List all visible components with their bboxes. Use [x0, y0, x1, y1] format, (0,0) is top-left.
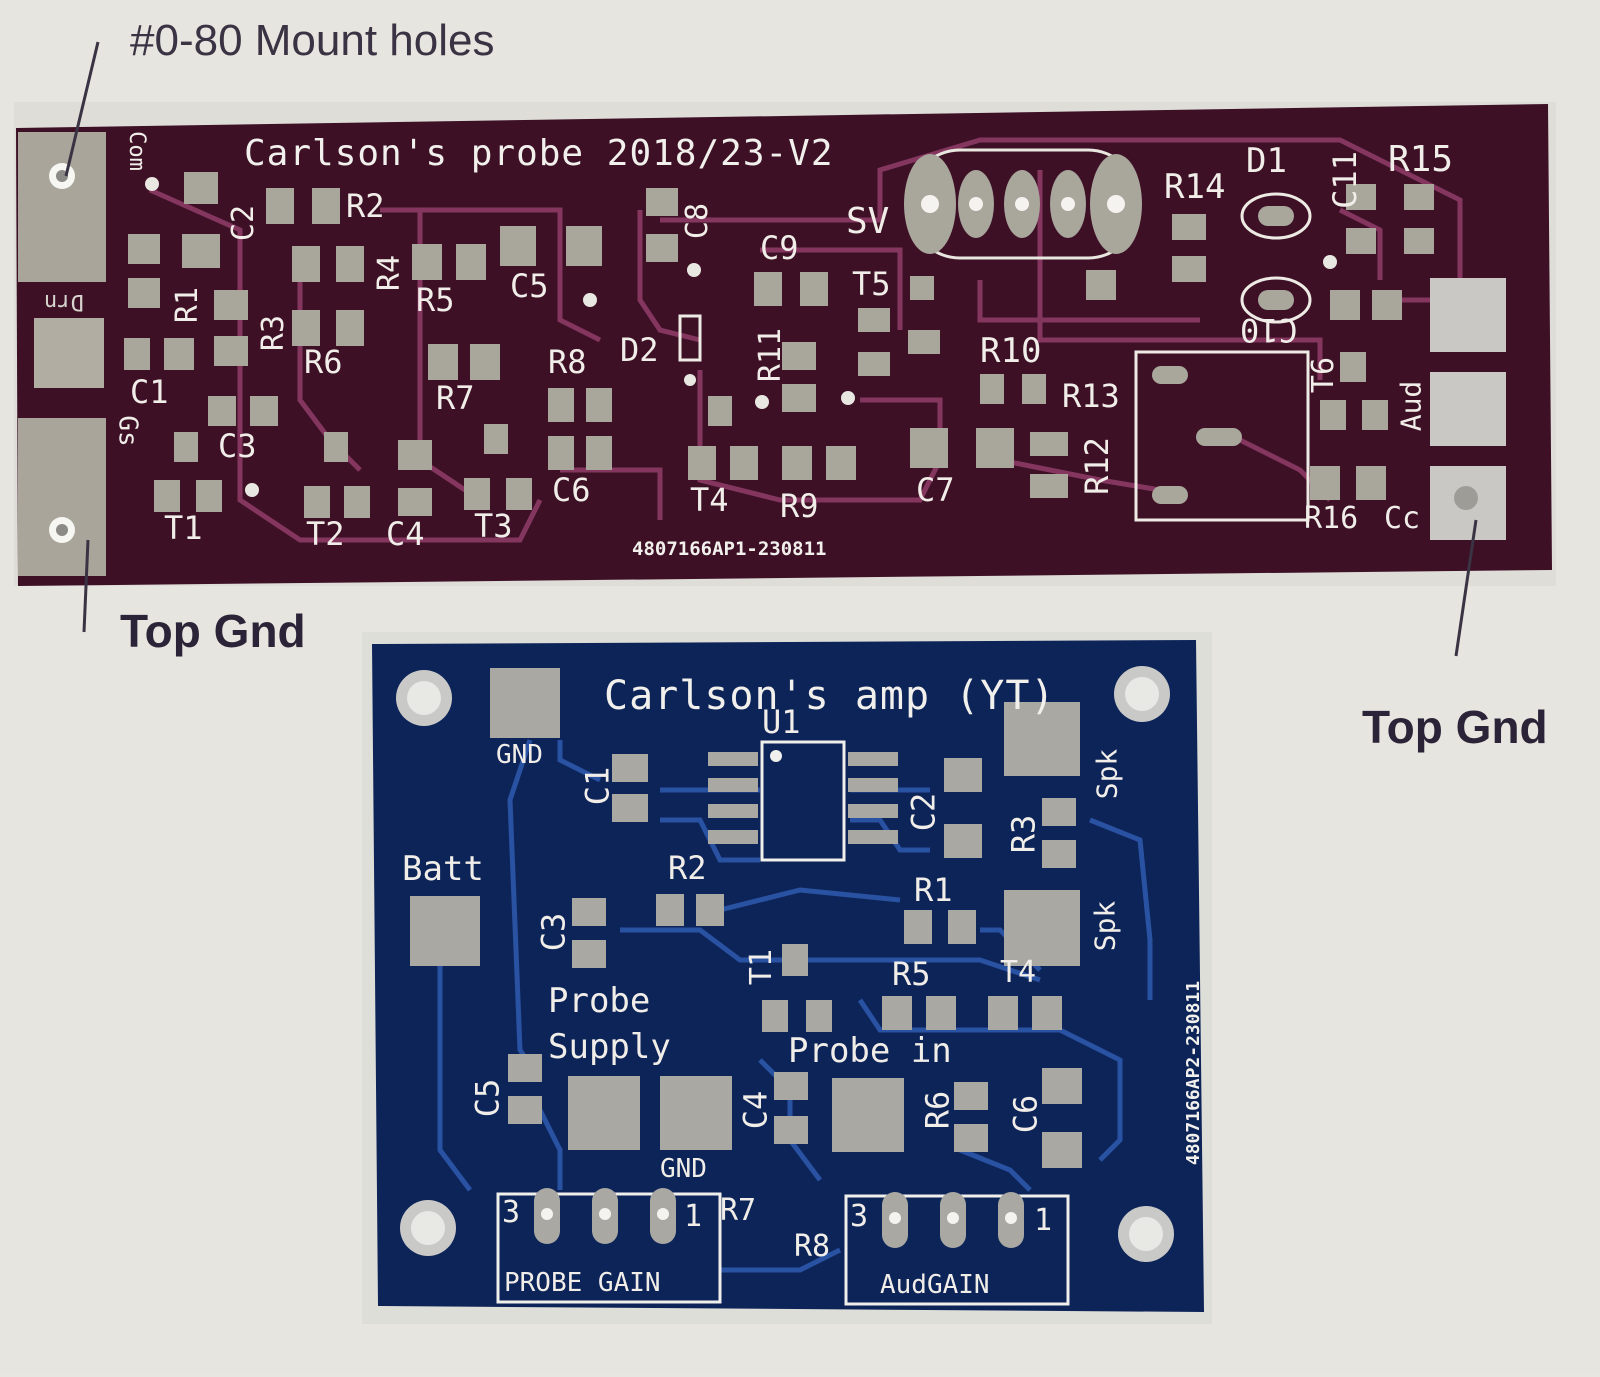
- probe-label: C4: [386, 515, 425, 553]
- probe-label: R7: [436, 379, 475, 417]
- amp-label: C5: [468, 1078, 507, 1118]
- amp-label: R5: [892, 955, 931, 993]
- amp-label: GND: [660, 1154, 707, 1184]
- top-gnd-right-callout: Top Gnd: [1362, 701, 1548, 753]
- amp-label: T1: [744, 948, 780, 986]
- amp-label: Spk: [1090, 748, 1124, 800]
- probe-label: C8: [680, 202, 716, 240]
- amp-label: Batt: [402, 849, 484, 889]
- amp-label: R7: [720, 1193, 757, 1228]
- probe-label: Drn: [44, 289, 84, 314]
- bottom-mount-pad: [18, 418, 106, 576]
- probe-label: R8: [548, 343, 587, 381]
- mount-holes-callout: #0-80 Mount holes: [130, 16, 495, 65]
- amp-label: Spk: [1088, 900, 1122, 952]
- probe-label: T4: [690, 481, 729, 519]
- probe-label: Aud: [1394, 380, 1428, 432]
- probe-label: D1: [1246, 141, 1287, 181]
- probe-label: R5: [416, 281, 455, 319]
- amp-label: Probe: [548, 981, 651, 1021]
- probe-label: R6: [304, 343, 343, 381]
- probe-label: R9: [780, 487, 819, 525]
- probe-label: Gs: [112, 415, 143, 447]
- top-gnd-left-callout: Top Gnd: [120, 605, 306, 657]
- probe-label: R13: [1062, 377, 1120, 415]
- probe-label: C11: [1325, 151, 1364, 209]
- probe-label: T5: [852, 265, 891, 303]
- amp-label: C1: [578, 766, 617, 806]
- amp-board: [362, 632, 1212, 1324]
- amp-label: R6: [918, 1090, 957, 1130]
- probe-label: R11: [753, 327, 789, 383]
- probe-label: R15: [1388, 139, 1454, 180]
- probe-label: R16: [1304, 501, 1359, 536]
- probe-label: R3: [256, 314, 292, 352]
- amp-label: T4: [1000, 955, 1037, 990]
- amp-label: 3: [850, 1199, 869, 1234]
- amp-label: 1: [684, 1199, 703, 1234]
- probe-label: D2: [620, 331, 659, 369]
- probe-label: C2: [226, 204, 262, 242]
- top-mount-pad: [18, 132, 106, 282]
- probe-label: T6: [1306, 356, 1342, 394]
- probe-label: T2: [306, 515, 345, 553]
- probe-label: T1: [164, 509, 203, 547]
- probe-board-serial: 4807166AP1-230811: [632, 538, 827, 560]
- amp-label: PROBE GAIN: [504, 1268, 661, 1298]
- probe-label: R12: [1077, 437, 1116, 495]
- probe-label: C3: [218, 427, 257, 465]
- amp-label: R3: [1004, 814, 1043, 854]
- amp-board-title: Carlson's amp (YT): [604, 673, 1056, 719]
- probe-label: C5: [510, 267, 549, 305]
- probe-label: C9: [760, 229, 799, 267]
- amp-label: C2: [904, 792, 943, 832]
- amp-label: R8: [794, 1229, 831, 1264]
- probe-label: C10: [1240, 311, 1298, 349]
- amp-label: 1: [1034, 1203, 1053, 1238]
- amp-label: GND: [496, 740, 543, 770]
- probe-label: R14: [1164, 167, 1226, 207]
- amp-label: U1: [762, 703, 801, 741]
- probe-label: C7: [916, 471, 955, 509]
- amp-label: R1: [914, 871, 953, 909]
- probe-label: R2: [346, 187, 385, 225]
- amp-label: R2: [668, 849, 707, 887]
- amp-label: AudGAIN: [880, 1270, 990, 1300]
- amp-label: Supply: [548, 1027, 671, 1067]
- callout-lines: [64, 41, 1478, 657]
- amp-label: Probe in: [788, 1031, 952, 1071]
- probe-label: T3: [474, 507, 513, 545]
- amp-label: 3: [502, 1195, 521, 1230]
- probe-label: SV: [846, 201, 890, 242]
- probe-label: Com: [123, 131, 149, 171]
- probe-label: Cc: [1384, 501, 1421, 536]
- probe-label: C6: [552, 471, 591, 509]
- probe-board: [14, 102, 1556, 586]
- amp-label: C4: [736, 1090, 775, 1130]
- probe-label: R1: [170, 286, 206, 324]
- amp-label: C3: [534, 912, 573, 952]
- amp-board-serial: 4807166AP2-230811: [1183, 980, 1205, 1166]
- amp-label: C6: [1006, 1094, 1045, 1134]
- probe-label: R4: [372, 254, 408, 292]
- probe-label: R10: [980, 331, 1042, 371]
- probe-label: C1: [130, 373, 169, 411]
- probe-board-title: Carlson's probe 2018/23-V2: [244, 133, 834, 174]
